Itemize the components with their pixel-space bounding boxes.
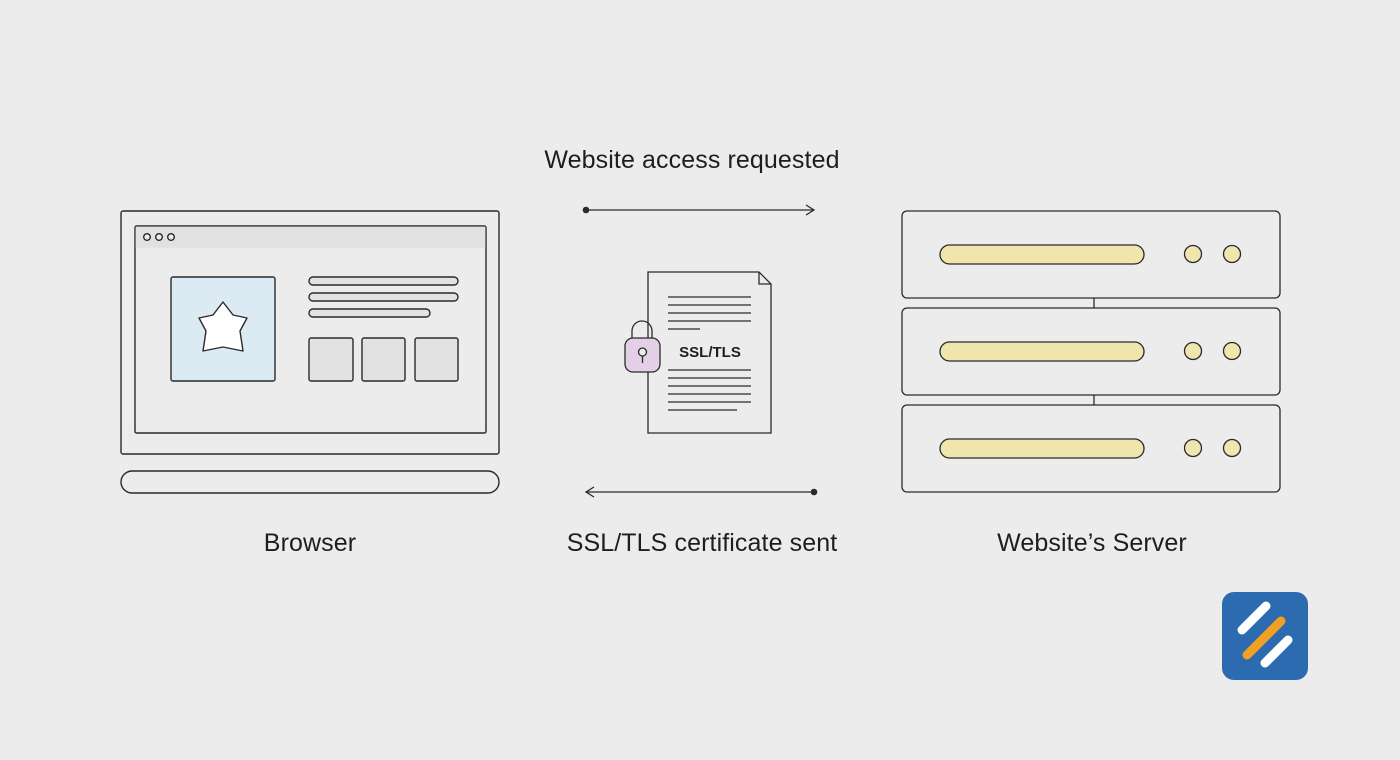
status-light-icon (1222, 244, 1242, 264)
document-fold (758, 272, 771, 285)
request-label: Website access requested (544, 146, 840, 174)
server-label: Website’s Server (997, 529, 1187, 557)
browser-label: Browser (263, 529, 357, 557)
document-badge-text: SSL/TLS (679, 344, 741, 361)
status-light-icon (1183, 244, 1203, 264)
text-line-placeholder (308, 308, 431, 318)
server-rack-icon (901, 210, 1281, 493)
thumbnail-placeholder (361, 337, 406, 382)
status-light-icon (1183, 341, 1203, 361)
brand-logo-icon (1222, 592, 1308, 680)
document-page (647, 271, 772, 434)
text-line-placeholder (308, 292, 459, 302)
server-unit (901, 210, 1281, 299)
thumbnail-placeholder (308, 337, 354, 382)
ssl-certificate-document-icon (624, 271, 772, 434)
window-dot-icon (142, 232, 151, 241)
star-icon (198, 301, 248, 352)
window-dot-icon (166, 232, 175, 241)
text-line-placeholder (308, 276, 459, 286)
laptop-browser-icon (120, 210, 500, 494)
status-light-icon (1183, 438, 1203, 458)
request-arrow-icon (582, 204, 816, 216)
server-unit (901, 404, 1281, 493)
server-unit (901, 307, 1281, 396)
status-light-icon (1222, 438, 1242, 458)
thumbnail-placeholder (414, 337, 459, 382)
window-dot-icon (154, 232, 163, 241)
response-arrow-icon (584, 486, 818, 498)
certificate-sent-label: SSL/TLS certificate sent (566, 529, 838, 557)
browser-title-bar (135, 226, 486, 248)
padlock-icon (624, 320, 661, 373)
status-light-icon (1222, 341, 1242, 361)
laptop-base (120, 470, 500, 494)
